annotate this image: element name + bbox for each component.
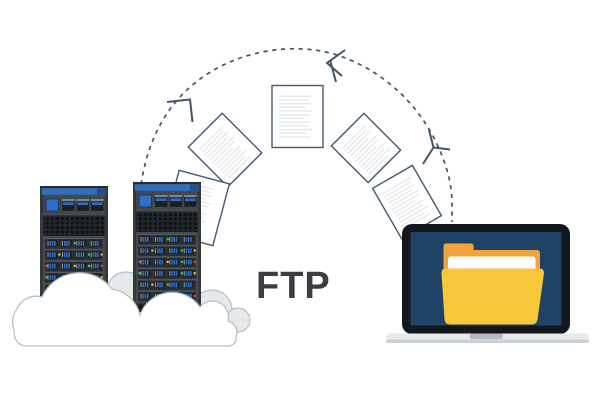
transfer-arrow-icon [325,49,346,83]
document-icon [271,84,324,149]
folder-paper [448,256,536,272]
transfer-arrow-icon [422,129,451,165]
laptop-base [386,333,589,343]
document-icon [187,112,263,188]
document-icon [330,112,402,184]
laptop-icon [386,224,589,343]
ftp-label: FTP [256,265,331,307]
cloud-front-icon [11,272,238,347]
transfer-arrow-icon [166,98,194,123]
transfer-arc [139,47,453,222]
folder-icon [441,243,544,325]
